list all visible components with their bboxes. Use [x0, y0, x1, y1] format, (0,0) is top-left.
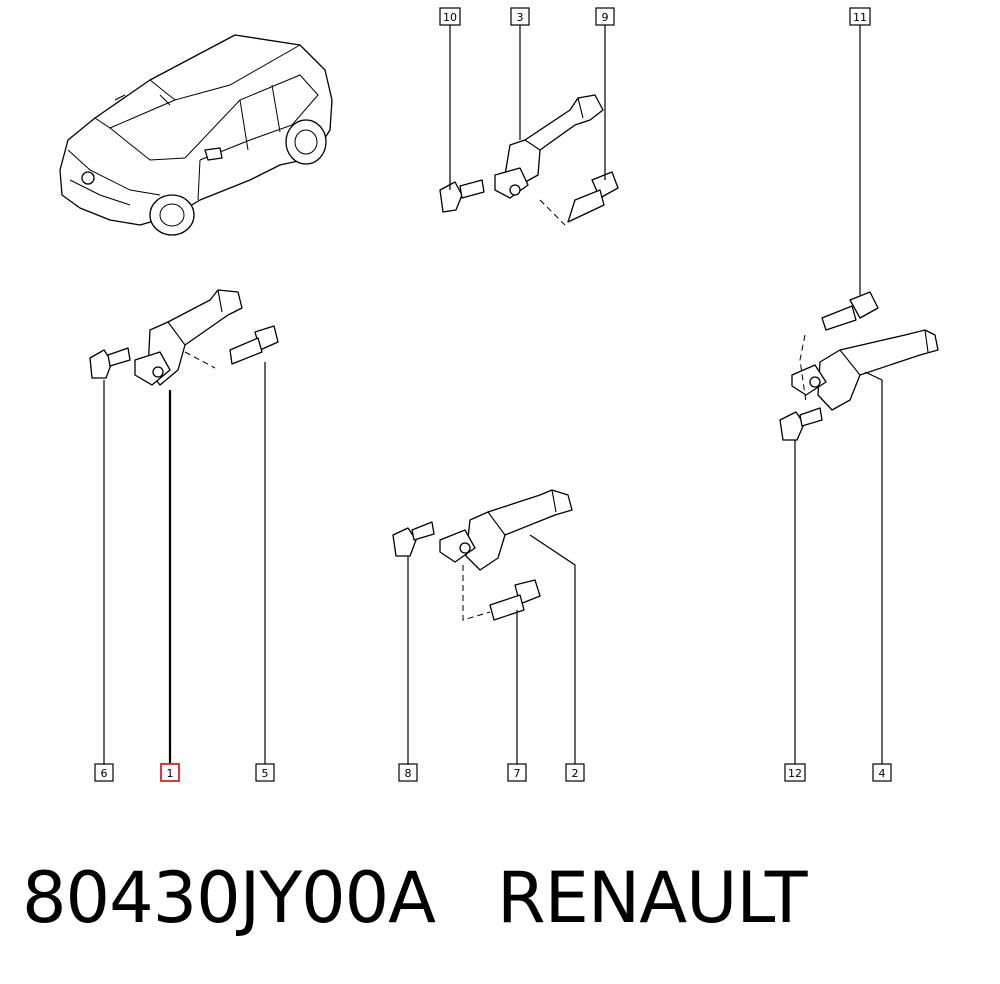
callout-10[interactable]: 10: [439, 7, 461, 26]
part-number: 80430JY00A: [22, 857, 436, 939]
leader-lines: [103, 25, 883, 764]
svg-text:2: 2: [572, 767, 579, 780]
callout-7[interactable]: 7: [507, 763, 527, 782]
callout-1-selected[interactable]: 1: [160, 763, 180, 782]
svg-text:5: 5: [262, 767, 269, 780]
door-check-strap-1: [89, 289, 279, 386]
door-check-strap-3: [439, 94, 619, 226]
part-caption: 80430JY00A RENAULT: [22, 857, 808, 939]
vehicle-illustration: [59, 34, 333, 236]
door-check-strap-4: [779, 291, 939, 441]
svg-text:1: 1: [167, 767, 174, 780]
callout-8[interactable]: 8: [398, 763, 418, 782]
svg-text:3: 3: [517, 11, 524, 24]
svg-text:7: 7: [514, 767, 521, 780]
callout-2[interactable]: 2: [565, 763, 585, 782]
callout-9[interactable]: 9: [595, 7, 615, 26]
callout-12[interactable]: 12: [784, 763, 806, 782]
callout-3[interactable]: 3: [510, 7, 530, 26]
svg-text:6: 6: [101, 767, 108, 780]
svg-text:10: 10: [443, 11, 457, 24]
callout-6[interactable]: 6: [94, 763, 114, 782]
svg-text:9: 9: [602, 11, 609, 24]
svg-text:12: 12: [788, 767, 802, 780]
brand-name: RENAULT: [497, 857, 807, 939]
callout-4[interactable]: 4: [872, 763, 892, 782]
svg-text:11: 11: [853, 11, 867, 24]
callout-11[interactable]: 11: [849, 7, 871, 26]
callout-5[interactable]: 5: [255, 763, 275, 782]
door-check-strap-2: [392, 489, 573, 621]
svg-text:8: 8: [405, 767, 412, 780]
svg-text:4: 4: [879, 767, 886, 780]
